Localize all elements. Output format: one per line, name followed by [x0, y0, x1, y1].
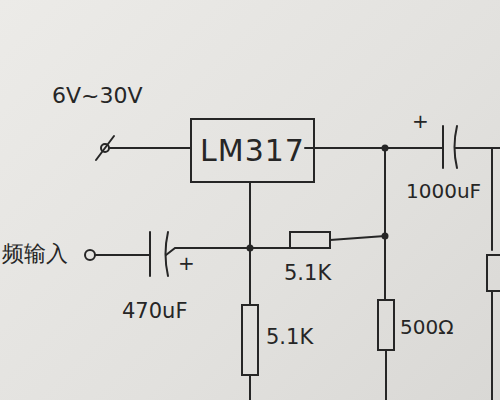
- wire: [95, 254, 150, 256]
- junction-dot: [383, 234, 388, 239]
- resistance-value: 5.1K: [284, 262, 331, 285]
- wire: [109, 147, 190, 149]
- capacitor-plate: [149, 232, 151, 276]
- capacitance-value: 1000uF: [406, 180, 481, 202]
- regulator-box: LM317: [190, 118, 315, 183]
- resistor-symbol: [487, 255, 500, 291]
- polarity-mark: +: [412, 110, 429, 132]
- resistance-value: 500Ω: [400, 316, 453, 338]
- wire: [491, 291, 493, 400]
- wire: [455, 147, 500, 149]
- resistor-symbol: [290, 232, 330, 248]
- wire: [385, 350, 387, 400]
- wire: [330, 236, 385, 240]
- wire: [491, 148, 493, 250]
- input-terminal: [85, 250, 95, 260]
- voltage-range: 6V~30V: [52, 84, 143, 108]
- wire: [249, 183, 251, 305]
- wire: [249, 375, 251, 400]
- polarity-mark: +: [178, 252, 195, 274]
- capacitor-plate: [442, 126, 444, 168]
- resistor-symbol: [378, 300, 394, 350]
- capacitance-value: 470uF: [122, 300, 187, 323]
- wire: [384, 148, 386, 300]
- resistor-symbol: [242, 305, 258, 375]
- part-name: LM317: [200, 133, 305, 168]
- wire: [305, 147, 443, 149]
- resistance-value: 5.1K: [266, 326, 313, 349]
- signal-name: 频输入: [2, 242, 68, 266]
